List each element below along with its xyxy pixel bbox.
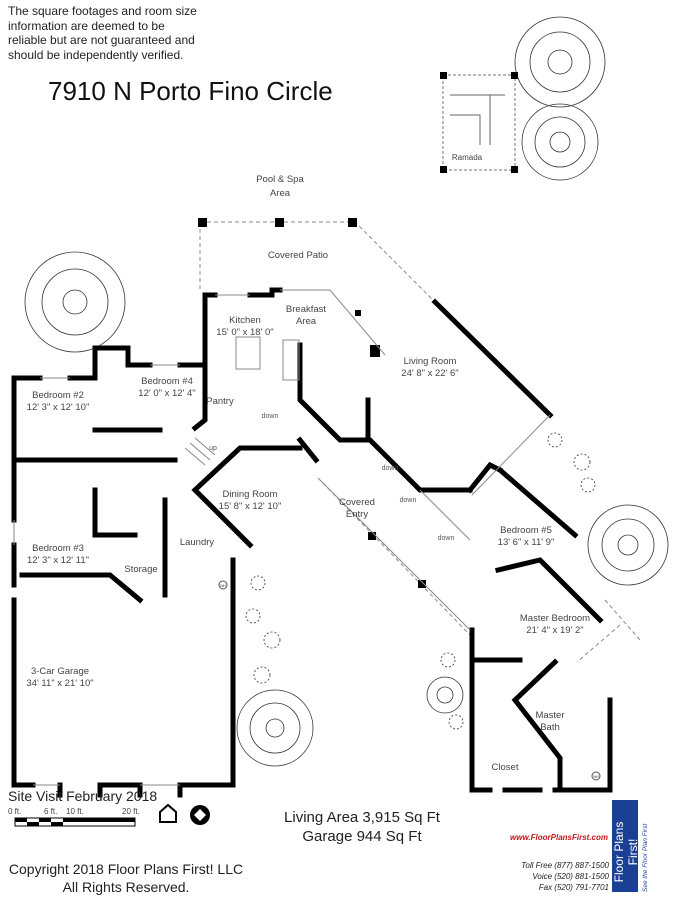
label-living: Living Room — [404, 356, 457, 367]
label-kitchen-size: 15' 0" x 18' 0" — [216, 327, 273, 338]
label-covered-entry: Entry — [346, 509, 368, 520]
scale-label: 20 ft. — [122, 807, 140, 816]
label-storage: Storage — [124, 564, 157, 575]
scale-bar: 0 ft. 6 ft. 10 ft. 20 ft. — [8, 803, 210, 827]
area-summary: Living Area 3,915 Sq Ft Garage 944 Sq Ft — [262, 808, 462, 846]
label-laundry: Laundry — [180, 537, 215, 548]
logo-tagline-text: See the Floor Plan First — [642, 823, 649, 892]
label-covered-patio: Covered Patio — [268, 250, 328, 261]
contact-phones: Toll Free (877) 887-1500 Voice (520) 881… — [505, 860, 609, 893]
tree-icon — [426, 676, 464, 714]
website-link[interactable]: www.FloorPlansFirst.com — [510, 833, 608, 842]
label-bedroom2: Bedroom #2 — [32, 390, 84, 401]
living-area: Living Area 3,915 Sq Ft — [284, 809, 440, 826]
label-bedroom5-size: 13' 6" x 11' 9" — [498, 537, 555, 548]
garage-area: Garage 944 Sq Ft — [302, 828, 422, 845]
label-dining-size: 15' 8" x 12' 10" — [219, 501, 282, 512]
label-breakfast: Breakfast — [286, 304, 326, 315]
equal-housing-icon — [159, 803, 177, 823]
scale-label: 10 ft. — [66, 807, 84, 816]
copyright-line: All Rights Reserved. — [62, 879, 190, 895]
room-labels: Pool & Spa Area Ramada Covered Patio Kit… — [26, 153, 601, 781]
disclaimer: The square footages and room size inform… — [8, 4, 197, 62]
label-bedroom5: Bedroom #5 — [500, 525, 552, 536]
label-down: down — [382, 465, 399, 472]
disclaimer-line: information are deemed to be — [8, 18, 165, 33]
logo-text: Floor Plans First! — [612, 821, 640, 883]
label-wh: WH — [220, 584, 226, 588]
label-ramada: Ramada — [452, 153, 483, 162]
label-up: up — [209, 445, 217, 452]
windows-lines — [13, 289, 551, 786]
disclaimer-line: reliable but are not guaranteed and — [8, 33, 195, 47]
trees — [24, 16, 669, 767]
copyright-line: Copyright 2018 Floor Plans First! LLC — [8, 861, 244, 877]
phone-voice: Voice (520) 881-1500 — [532, 872, 609, 881]
label-garage-size: 34' 11" x 21' 10" — [26, 678, 93, 689]
logo-tagline: See the Floor Plan First — [642, 800, 652, 892]
label-down: down — [400, 497, 417, 504]
phone-toll-free: Toll Free (877) 887-1500 — [521, 861, 609, 870]
label-bedroom3-size: 12' 3" x 12' 11" — [27, 555, 89, 566]
label-pool: Area — [270, 188, 291, 199]
water-heater-icon — [218, 580, 601, 781]
copyright: Copyright 2018 Floor Plans First! LLC Al… — [8, 860, 244, 896]
shrubs — [245, 432, 596, 730]
label-garage: 3-Car Garage — [31, 666, 89, 677]
label-down: down — [262, 413, 279, 420]
label-master-bath: Bath — [540, 722, 560, 733]
scale-label: 6 ft. — [44, 807, 57, 816]
label-master-bedroom: Master Bedroom — [520, 613, 590, 624]
phone-fax: Fax (520) 791-7701 — [538, 883, 609, 892]
label-living-size: 24' 8" x 22' 6" — [401, 368, 458, 379]
disclaimer-line: The square footages and room size — [8, 4, 197, 18]
tree-icon — [514, 16, 606, 108]
label-pool: Pool & Spa — [256, 174, 304, 185]
label-wh: WH — [593, 775, 599, 779]
page-title: 7910 N Porto Fino Circle — [48, 76, 333, 106]
label-bedroom3: Bedroom #3 — [32, 543, 84, 554]
label-pantry: Pantry — [206, 396, 234, 407]
label-dining: Dining Room — [223, 489, 278, 500]
columns — [198, 218, 426, 588]
label-bedroom4: Bedroom #4 — [141, 376, 193, 387]
tree-icon — [24, 251, 126, 353]
ramada — [440, 72, 518, 173]
label-bedroom2-size: 12' 3" x 12' 10" — [27, 402, 90, 413]
label-down: down — [438, 535, 455, 542]
label-master-bath: Master — [535, 710, 564, 721]
walls — [11, 287, 613, 798]
company-logo: Floor Plans First! — [612, 800, 640, 892]
label-covered-entry: Covered — [339, 497, 375, 508]
disclaimer-line: should be independently verified. — [8, 47, 184, 62]
label-master-bedroom-size: 21' 4" x 19' 2" — [526, 625, 583, 636]
label-bedroom4-size: 12' 0" x 12' 4" — [138, 388, 195, 399]
label-breakfast: Area — [296, 316, 317, 327]
tree-icon — [587, 504, 669, 586]
tree-icon — [521, 103, 599, 181]
site-visit: Site Visit February 2018 — [8, 788, 158, 804]
north-arrow-icon — [190, 805, 210, 825]
tree-icon — [236, 689, 314, 767]
label-kitchen: Kitchen — [229, 315, 261, 326]
label-closet: Closet — [492, 762, 519, 773]
scale-label: 0 ft. — [8, 807, 21, 816]
